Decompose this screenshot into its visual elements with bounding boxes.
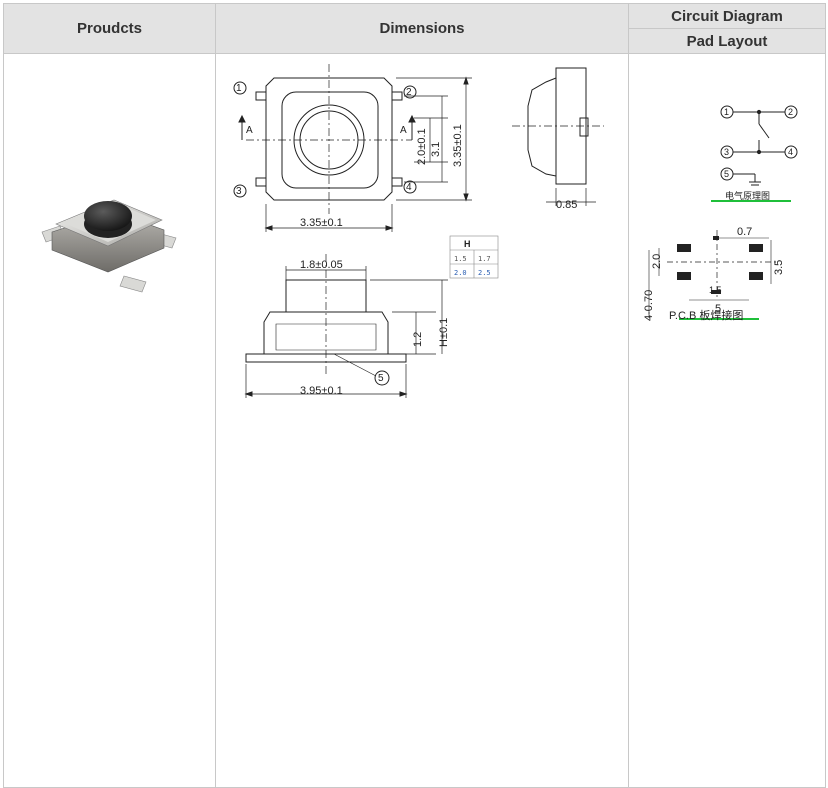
- dim-base-width: 3.95±0.1: [300, 385, 343, 397]
- section-a-right: A: [400, 125, 407, 136]
- pad-caption: P.C.B 板焊接图: [669, 310, 744, 322]
- dim-3-35-vertical: 3.35±0.1: [452, 124, 464, 167]
- pin-4-label: 4: [406, 182, 412, 193]
- circuit-pin-3: 3: [724, 147, 730, 157]
- circuit-pad-cell: 1 2 3 4 5 电气原理图 0.7 2.0 3.5 1.5 5 4-0.70…: [628, 53, 826, 788]
- side-view: [512, 67, 604, 206]
- pad-dim-4-0-70: 4-0.70: [643, 289, 655, 321]
- header-products: Proudcts: [3, 3, 216, 54]
- dimension-labels: 1 2 3 4 A A 3.35±0.1 3.35±0.1 3.1 2.0±0.…: [216, 55, 627, 419]
- pad-dim-3-5: 3.5: [773, 259, 785, 275]
- dimension-drawing: [233, 64, 604, 398]
- pad-dim-1-5: 1.5: [709, 285, 722, 295]
- dim-2-0: 2.0±0.1: [416, 128, 428, 165]
- pin-3-label: 3: [236, 186, 242, 197]
- dim-1-2: 1.2: [412, 331, 424, 347]
- section-a-left: A: [246, 125, 253, 136]
- spec-sheet: Proudcts Dimensions Circuit Diagram Pad …: [3, 3, 826, 788]
- circuit-pin-5: 5: [724, 169, 730, 179]
- pin-5-label: 5: [378, 373, 384, 384]
- dim-width-top: 3.35±0.1: [300, 217, 343, 229]
- h-table-header: H: [464, 239, 471, 249]
- h-table-r2c1: 2.0: [454, 269, 467, 277]
- header-dimensions: Dimensions: [215, 3, 629, 54]
- circuit-pin-2: 2: [788, 107, 794, 117]
- pad-dim-2-0: 2.0: [651, 253, 663, 269]
- pad-dim-0-7: 0.7: [737, 226, 753, 238]
- pin-2-label: 2: [406, 87, 412, 98]
- circuit-pin-1: 1: [724, 107, 730, 117]
- pad-layout: [648, 230, 777, 320]
- dim-side-width: 0.85: [556, 199, 578, 211]
- product-cell: [3, 53, 216, 788]
- circuit-caption: 电气原理图: [725, 191, 771, 201]
- h-table-r1c2: 1.7: [478, 255, 491, 263]
- top-view: [233, 64, 472, 232]
- front-view: [244, 254, 448, 398]
- circuit-diagram: [711, 105, 798, 202]
- dimensions-cell: 1 2 3 4 A A 3.35±0.1 3.35±0.1 3.1 2.0±0.…: [215, 53, 629, 788]
- h-table-r1c1: 1.5: [454, 255, 467, 263]
- pin-1-label: 1: [236, 83, 242, 94]
- circuit-pin-4: 4: [788, 147, 794, 157]
- dim-3-1: 3.1: [430, 141, 442, 157]
- pad-dim-5: 5: [715, 303, 722, 315]
- header-circuit-diagram: Circuit Diagram: [628, 3, 826, 29]
- dim-h: H±0.1: [438, 317, 450, 347]
- circuit-pad-drawing: [648, 105, 798, 320]
- dim-knob-width: 1.8±0.05: [300, 259, 343, 271]
- spec-table: Proudcts Dimensions Circuit Diagram Pad …: [3, 3, 826, 788]
- h-table-r2c2: 2.5: [478, 269, 491, 277]
- circuit-pad-labels: 1 2 3 4 5 电气原理图 0.7 2.0 3.5 1.5 5 4-0.70…: [629, 55, 824, 419]
- h-table: [449, 235, 499, 279]
- product-image: [41, 199, 177, 293]
- header-pad-layout: Pad Layout: [628, 28, 826, 54]
